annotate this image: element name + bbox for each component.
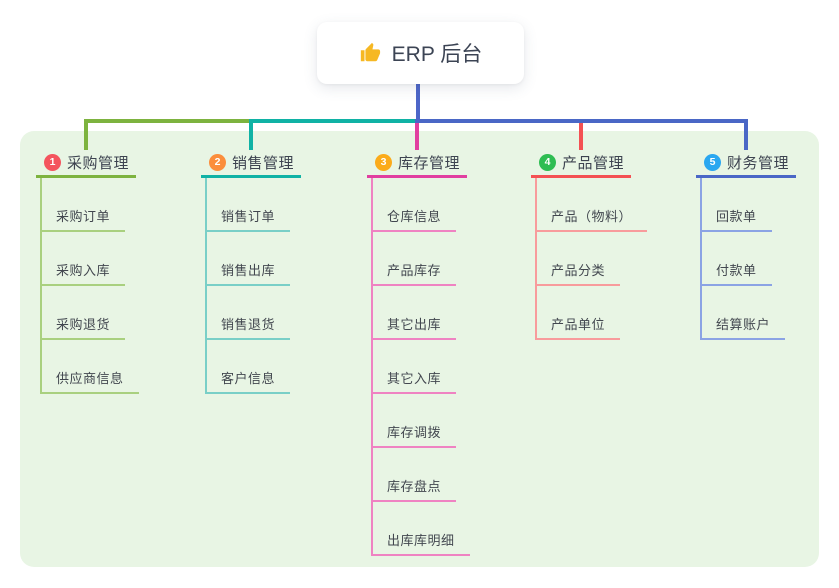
branch-title[interactable]: 1 采购管理 — [36, 150, 136, 178]
node-label: 产品分类 — [551, 263, 606, 278]
node-label: 产品库存 — [387, 263, 442, 278]
thumbs-up-icon — [359, 42, 381, 64]
node-label: 采购退货 — [56, 317, 111, 332]
mindmap-node[interactable]: 客户信息 — [205, 340, 291, 394]
mindmap-node[interactable]: 其它入库 — [371, 340, 457, 394]
branch-connector-line — [371, 178, 373, 556]
mindmap-node[interactable]: 采购订单 — [40, 178, 126, 232]
root-trunk-line — [416, 83, 420, 123]
branch-number-badge: 1 — [44, 154, 61, 171]
mindmap-node[interactable]: 采购入库 — [40, 232, 126, 286]
node-label: 回款单 — [716, 209, 757, 224]
branch-drop-line — [579, 119, 583, 150]
branch-title[interactable]: 5 财务管理 — [696, 150, 796, 178]
node-label: 产品单位 — [551, 317, 606, 332]
mindmap-node[interactable]: 销售退货 — [205, 286, 291, 340]
branch-connector-line — [700, 178, 702, 340]
node-label: 出库库明细 — [387, 533, 455, 548]
mindmap-node[interactable]: 付款单 — [700, 232, 772, 286]
branch-connector-line — [535, 178, 537, 340]
branch-number-badge: 5 — [704, 154, 721, 171]
branch-title[interactable]: 4 产品管理 — [531, 150, 631, 178]
branch-drop-line — [84, 119, 88, 150]
branch-title[interactable]: 3 库存管理 — [367, 150, 467, 178]
branch-title-label: 销售管理 — [232, 155, 295, 172]
branch-drop-line — [744, 119, 748, 150]
branches-background-panel — [20, 131, 819, 567]
mindmap-node[interactable]: 库存调拨 — [371, 394, 457, 448]
branch-title-label: 库存管理 — [398, 155, 461, 172]
node-label: 其它出库 — [387, 317, 442, 332]
mindmap-node[interactable]: 产品分类 — [535, 232, 621, 286]
node-label: 销售退货 — [221, 317, 276, 332]
node-label: 其它入库 — [387, 371, 442, 386]
root-node[interactable]: ERP 后台 — [317, 22, 524, 84]
mindmap-node[interactable]: 结算账户 — [700, 286, 786, 340]
branch-column-3: 3 库存管理仓库信息产品库存其它出库其它入库库存调拨库存盘点出库库明细 — [367, 150, 470, 556]
mindmap-node[interactable]: 采购退货 — [40, 286, 126, 340]
mindmap-node[interactable]: 回款单 — [700, 178, 772, 232]
node-label: 采购订单 — [56, 209, 111, 224]
mindmap-node[interactable]: 销售订单 — [205, 178, 291, 232]
mindmap-node[interactable]: 产品（物料） — [535, 178, 648, 232]
node-label: 库存调拨 — [387, 425, 442, 440]
branch-number-badge: 4 — [539, 154, 556, 171]
branch-bus-segment — [84, 119, 253, 123]
branch-column-2: 2 销售管理销售订单销售出库销售退货客户信息 — [201, 150, 301, 394]
mindmap-node[interactable]: 产品库存 — [371, 232, 457, 286]
branch-children: 仓库信息产品库存其它出库其它入库库存调拨库存盘点出库库明细 — [367, 178, 470, 556]
node-label: 仓库信息 — [387, 209, 442, 224]
node-label: 销售出库 — [221, 263, 276, 278]
branch-drop-line — [249, 119, 253, 150]
branch-column-1: 1 采购管理采购订单采购入库采购退货供应商信息 — [36, 150, 139, 394]
branch-number-badge: 2 — [209, 154, 226, 171]
node-label: 销售订单 — [221, 209, 276, 224]
branch-children: 产品（物料） 产品分类产品单位 — [531, 178, 648, 340]
branch-connector-line — [205, 178, 207, 394]
mindmap-node[interactable]: 产品单位 — [535, 286, 621, 340]
branch-title-label: 采购管理 — [67, 155, 130, 172]
branch-title[interactable]: 2 销售管理 — [201, 150, 301, 178]
branch-drop-line — [415, 119, 419, 150]
node-label: 库存盘点 — [387, 479, 442, 494]
mindmap-node[interactable]: 库存盘点 — [371, 448, 457, 502]
mindmap-node[interactable]: 销售出库 — [205, 232, 291, 286]
branch-number-badge: 3 — [375, 154, 392, 171]
node-label: 供应商信息 — [56, 371, 124, 386]
root-title: ERP 后台 — [391, 43, 483, 66]
branch-title-label: 财务管理 — [727, 155, 790, 172]
branch-column-4: 4 产品管理产品（物料） 产品分类产品单位 — [531, 150, 648, 340]
branch-children: 采购订单采购入库采购退货供应商信息 — [36, 178, 139, 394]
branch-column-5: 5 财务管理回款单付款单结算账户 — [696, 150, 796, 340]
node-label: 结算账户 — [716, 317, 771, 332]
branch-children: 回款单付款单结算账户 — [696, 178, 796, 340]
node-label: 产品（物料） — [551, 209, 633, 224]
branch-connector-line — [40, 178, 42, 394]
mindmap-node[interactable]: 其它出库 — [371, 286, 457, 340]
node-label: 采购入库 — [56, 263, 111, 278]
branch-title-label: 产品管理 — [562, 155, 625, 172]
node-label: 付款单 — [716, 263, 757, 278]
mindmap-node[interactable]: 供应商信息 — [40, 340, 139, 394]
mindmap-node[interactable]: 仓库信息 — [371, 178, 457, 232]
branch-bus-segment — [415, 119, 748, 123]
branch-bus-segment — [249, 119, 419, 123]
branch-children: 销售订单销售出库销售退货客户信息 — [201, 178, 301, 394]
node-label: 客户信息 — [221, 371, 276, 386]
mindmap-node[interactable]: 出库库明细 — [371, 502, 470, 556]
